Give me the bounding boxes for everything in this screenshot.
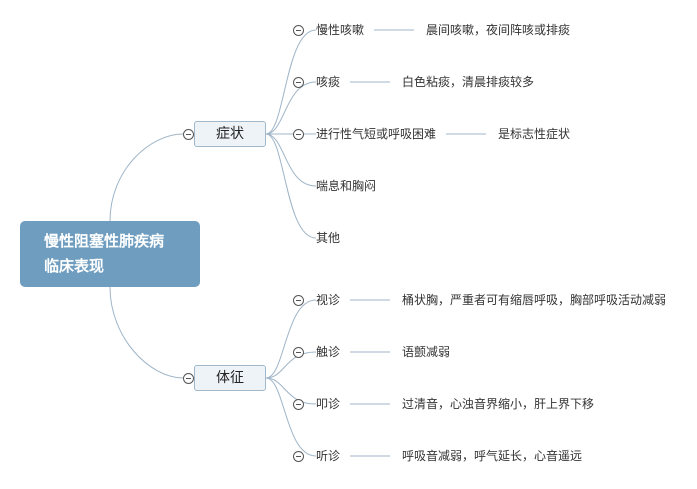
leaf-detail-percussion[interactable]: 过清音，心浊音界缩小，肝上界下移 [402,397,595,411]
collapse-toggle-icon[interactable] [293,399,304,410]
leaf-detail-cough[interactable]: 晨间咳嗽，夜间阵咳或排痰 [426,23,571,37]
connector-root-signs [109,286,184,379]
leaf-detail-inspection[interactable]: 桶状胸，严重者可有缩唇呼吸，胸部呼吸活动减弱 [402,293,667,307]
leaf-detail-dyspnea[interactable]: 是标志性症状 [498,127,571,141]
collapse-toggle-icon[interactable] [183,129,194,140]
leaf-label-cough[interactable]: 慢性咳嗽 [316,23,365,37]
branch-node-signs[interactable]: 体征 [194,365,266,391]
branch-label: 体征 [216,370,244,386]
connector-root-symptoms [109,133,184,222]
leaf-label-palpation[interactable]: 触诊 [316,345,341,359]
leaf-detail-palpation[interactable]: 语颤减弱 [402,345,451,359]
connector-symptom-4 [265,133,317,187]
leaf-label-wheeze[interactable]: 喘息和胸闷 [316,179,377,193]
root-title-line1: 慢性阻塞性肺疾病 [44,232,165,250]
leaf-label-percussion[interactable]: 叩诊 [316,397,341,411]
connector-symptom-2 [265,81,317,135]
root-node[interactable]: 慢性阻塞性肺疾病 临床表现 [20,221,200,287]
collapse-toggle-icon[interactable] [293,77,304,88]
connector-sign-1 [265,299,317,379]
branch-label: 症状 [216,126,244,142]
connector-symptom-5 [265,133,317,239]
collapse-toggle-icon[interactable] [293,295,304,306]
connector-sign-2 [265,351,317,379]
connector-symptom-1 [265,29,317,135]
collapse-toggle-icon[interactable] [293,25,304,36]
root-title-line2: 临床表现 [44,257,105,275]
leaf-label-auscultation[interactable]: 听诊 [316,449,341,463]
collapse-toggle-icon[interactable] [293,129,304,140]
leaf-label-dyspnea[interactable]: 进行性气短或呼吸困难 [316,127,437,141]
leaf-label-sputum[interactable]: 咳痰 [316,75,341,89]
leaf-label-other[interactable]: 其他 [316,231,341,245]
collapse-toggle-icon[interactable] [183,373,194,384]
collapse-toggle-icon[interactable] [293,451,304,462]
leaf-detail-sputum[interactable]: 白色粘痰，清晨排痰较多 [402,75,535,89]
branch-node-symptoms[interactable]: 症状 [194,121,266,147]
connector-sign-3 [265,377,317,405]
collapse-toggle-icon[interactable] [293,347,304,358]
leaf-detail-auscultation[interactable]: 呼吸音减弱，呼气延长，心音遥远 [402,449,583,463]
leaf-label-inspection[interactable]: 视诊 [316,293,341,307]
connector-sign-4 [265,377,317,457]
